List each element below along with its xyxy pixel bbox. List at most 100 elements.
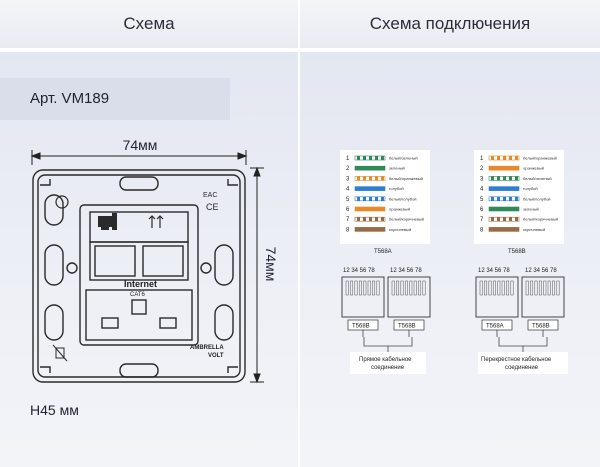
t568b-wire-4 [488, 186, 520, 191]
t568a-pin-number: 5 [346, 197, 350, 203]
plug-standard-label: T568B [398, 324, 416, 330]
rj45-pin [391, 280, 395, 296]
t568b-pin-number: 3 [480, 176, 484, 182]
width-dimension-label: 74мм [122, 137, 158, 153]
t568a-wire-label: оранжевый [389, 207, 410, 212]
t568a-wire-stripe [375, 156, 378, 160]
rj45-pin [530, 280, 534, 296]
t568a-pin-number: 4 [346, 187, 350, 193]
rj45-pin [506, 280, 510, 296]
t568b-pin-number: 4 [480, 187, 484, 193]
rj45-pin [484, 280, 488, 296]
cross-cable [498, 337, 548, 352]
t568a-wire-stripe [357, 156, 360, 160]
pin-groups-2: 12 34 56 78 [390, 268, 422, 274]
rj45-pin [501, 280, 505, 296]
socket-drawing: CE EAC Internet CAT6 AMBRELLA VOLT [30, 150, 264, 384]
header-title-connection: Схема подключения [369, 14, 531, 33]
t568a-wire-8 [354, 227, 386, 232]
cross-caption-line2: соединение [505, 365, 539, 371]
height-dimension-line [250, 166, 264, 384]
plug-standard-label: T568A [486, 324, 504, 330]
eac-mark: EAC [203, 192, 217, 199]
t568b-wire-stripe [491, 196, 494, 201]
logo-circle-icon [55, 195, 69, 209]
header-divider [298, 0, 300, 48]
t568b-wire-label: белый/оранжевый [523, 156, 557, 161]
straight-caption-box [350, 352, 426, 374]
t568a-pin-number: 2 [346, 166, 350, 172]
article-number: Арт. VM189 [30, 90, 110, 107]
straight-cable [363, 337, 413, 352]
t568a-wire-stripe [369, 217, 372, 222]
t568a-wire-stripe [357, 196, 360, 201]
rj45-pin [497, 280, 501, 296]
rj45-pin [404, 280, 408, 296]
rj45-pin [538, 280, 542, 296]
t568b-wire-stripe [503, 217, 506, 222]
t568a-wire-2 [354, 165, 386, 171]
rj45-plug-body [521, 276, 565, 318]
t568b-wire-label: голубой [523, 186, 538, 191]
t568b-wire-stripe [503, 156, 506, 160]
t568b-caption: T568B [508, 249, 526, 255]
brand-ambrella: AMBRELLA [190, 345, 224, 351]
t568b-wire-stripe [497, 217, 500, 222]
t568a-wire-stripe [363, 217, 366, 222]
arrows-up-icon [148, 215, 164, 228]
t568b-pin-number: 7 [480, 217, 484, 223]
t568a-pin-number: 8 [346, 227, 350, 233]
t568b-wire-stripe [497, 156, 500, 160]
header-bar: Схема Схема подключения [0, 0, 600, 48]
cross-caption-line1: Перекрестное кабельное [481, 357, 552, 363]
pin-groups-4: 12 34 56 78 [525, 268, 557, 274]
straight-caption-line2: соединение [371, 365, 405, 371]
t568b-wire-stripe [497, 176, 500, 181]
t568a-wire-stripe [369, 196, 372, 201]
rj45-pin [400, 280, 404, 296]
t568b-pin-number: 2 [480, 166, 484, 172]
rj45-pin [409, 280, 413, 296]
rj45-pin [418, 280, 422, 296]
t568a-pin-number: 6 [346, 207, 350, 213]
t568a-wire-stripe [357, 176, 360, 181]
rj45-plug-body [387, 276, 431, 318]
t568b-wire-stripe [509, 176, 512, 181]
t568a-wire-label: белый/голубой [389, 196, 417, 201]
t568b-pin-number: 5 [480, 197, 484, 203]
article-band [0, 78, 230, 120]
rj45-pin [534, 280, 538, 296]
t568b-wire-stripe [491, 176, 494, 181]
t568b-wire-stripe [515, 196, 518, 201]
connection-panel [300, 52, 600, 467]
t568b-wire-stripe [497, 196, 500, 201]
pin-groups-1: 12 34 56 78 [343, 268, 375, 274]
brand-volt: VOLT [208, 353, 224, 359]
t568a-caption: T568A [374, 249, 392, 255]
t568b-wire-stripe [515, 176, 518, 181]
t568b-wire-8 [488, 227, 520, 232]
socket-label-cat6: CAT6 [130, 292, 146, 298]
t568a-wire-stripe [363, 156, 366, 160]
rj45-pin [354, 280, 358, 296]
t568a-wire-stripe [381, 217, 384, 222]
rj45-pin [552, 280, 556, 296]
t568a-wire-stripe [375, 176, 378, 181]
rj45-pin [350, 280, 354, 296]
rj45-pin [363, 280, 367, 296]
width-dimension-line [30, 150, 248, 165]
t568b-pin-number: 6 [480, 207, 484, 213]
t568a-pin-number: 1 [346, 156, 350, 162]
rj45-pin [479, 280, 483, 296]
rj45-plug-body [341, 276, 385, 318]
t568b-wire-label: белый/коричневый [523, 217, 558, 222]
t568a-pin-number: 7 [346, 217, 350, 223]
t568b-wire-label: оранжевый [523, 166, 544, 171]
t568b-pin-number: 8 [480, 227, 484, 233]
t568a-wire-label: коричневый [389, 227, 411, 232]
t568a-wire-stripe [381, 196, 384, 201]
t568a-wire-stripe [357, 217, 360, 222]
